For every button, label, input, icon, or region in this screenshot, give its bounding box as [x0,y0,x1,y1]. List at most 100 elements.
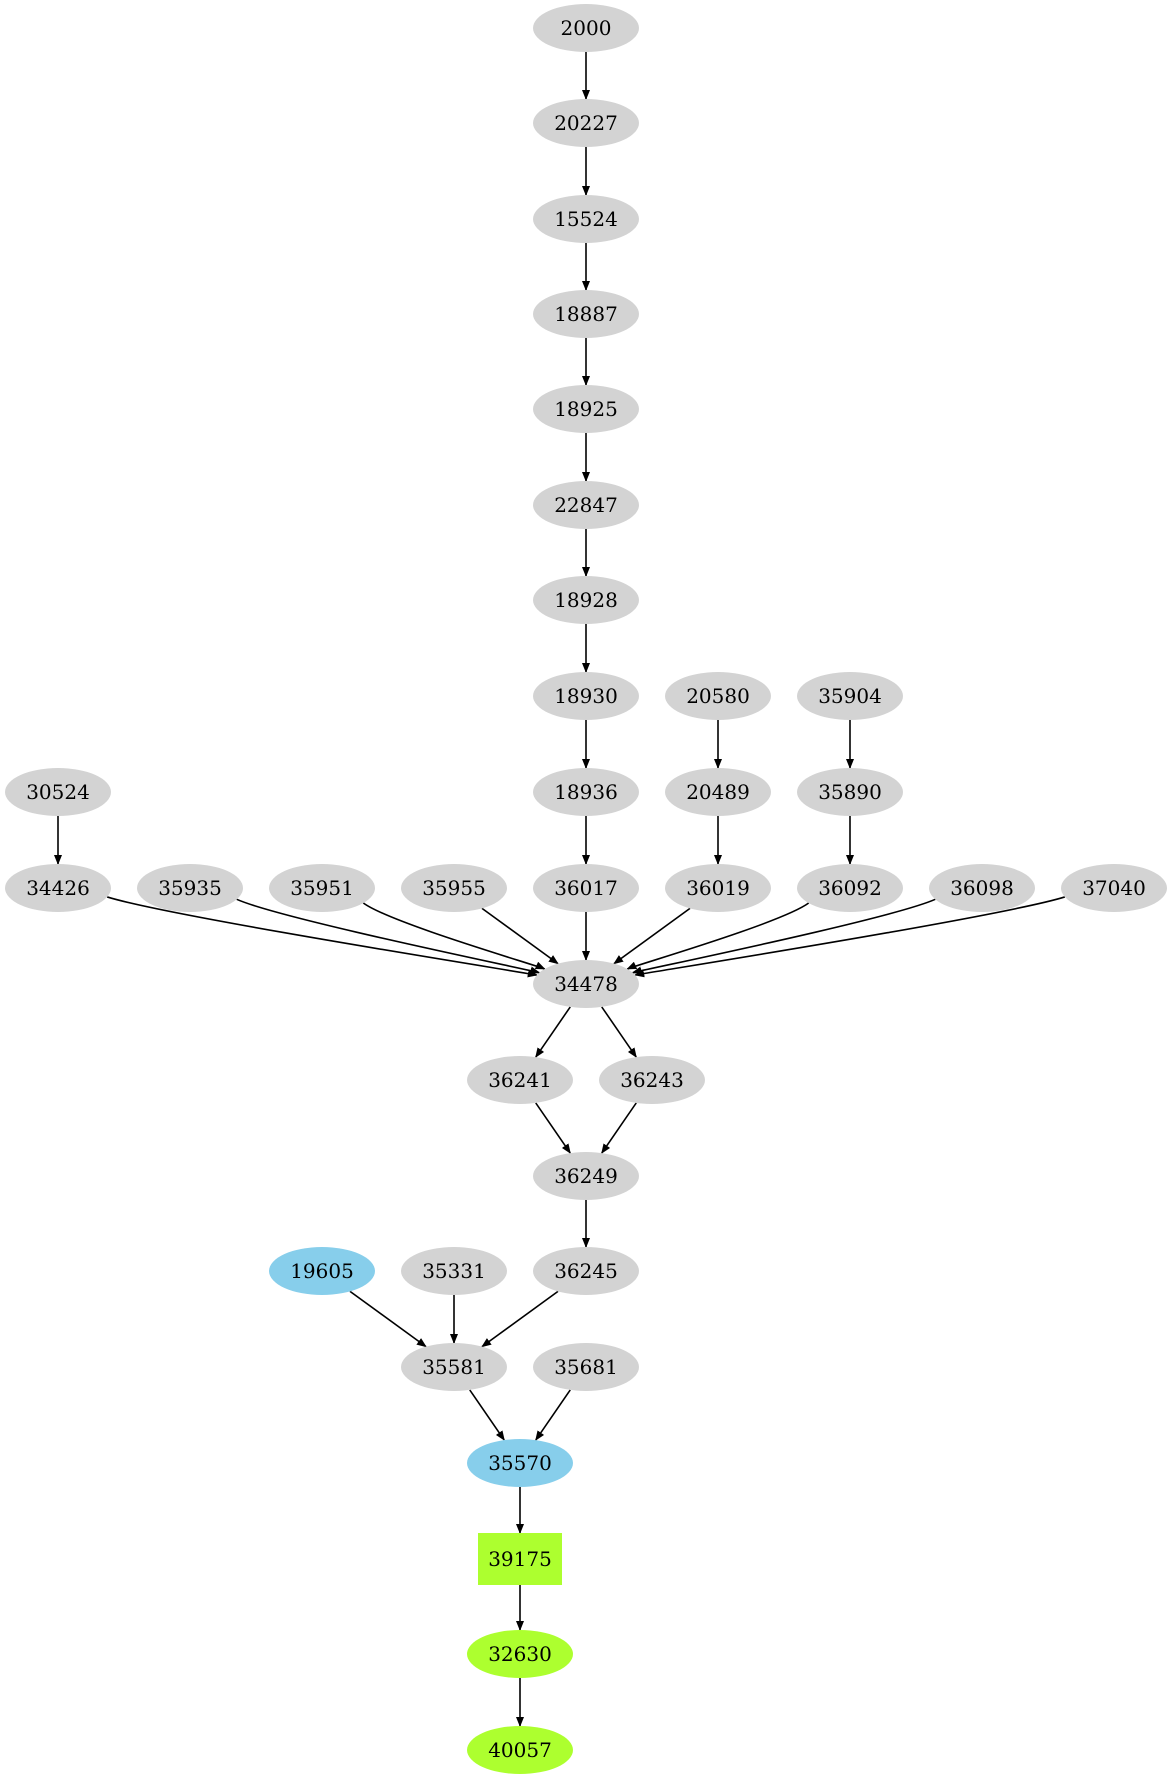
node-ellipse-shape [533,960,639,1008]
edge-35955-to-34478 [481,907,559,965]
node-35904: 35904 [797,672,903,720]
node-ellipse-shape [533,1247,639,1295]
node-ellipse-shape [401,1247,507,1295]
node-20227: 20227 [533,99,639,147]
node-18936: 18936 [533,768,639,816]
node-label: 35570 [488,1451,552,1475]
node-36092: 36092 [797,864,903,912]
node-label: 2000 [561,16,612,40]
node-label: 36241 [488,1068,552,1092]
node-30524: 30524 [5,768,111,816]
node-18887: 18887 [533,290,639,338]
node-ellipse-shape [665,864,771,912]
node-37040: 37040 [1061,864,1167,912]
edge-36019-to-34478 [613,907,691,965]
node-ellipse-shape [533,99,639,147]
node-18925: 18925 [533,385,639,433]
node-ellipse-shape [533,1152,639,1200]
node-label: 34478 [554,972,618,996]
node-ellipse-shape [533,290,639,338]
node-20489: 20489 [665,768,771,816]
edge-35581-to-35570 [469,1389,505,1441]
edge-36092-to-34478 [626,902,810,970]
node-15524: 15524 [533,195,639,243]
node-label: 36017 [554,876,618,900]
node-36019: 36019 [665,864,771,912]
node-22847: 22847 [533,481,639,529]
node-35935: 35935 [137,864,243,912]
node-box-shape [478,1533,562,1585]
node-label: 15524 [554,207,618,231]
node-ellipse-shape [533,481,639,529]
node-ellipse-shape [599,1056,705,1104]
edge-34478-to-36241 [535,1006,571,1058]
edge-34426-to-34478 [106,896,538,978]
node-ellipse-shape [797,768,903,816]
node-34478: 34478 [533,960,639,1008]
node-label: 18925 [554,397,618,421]
node-ellipse-shape [533,672,639,720]
edge-35935-to-34478 [236,898,541,975]
edge-37040-to-34478 [634,896,1066,978]
node-label: 18887 [554,302,618,326]
node-2000: 2000 [533,4,639,52]
node-ellipse-shape [269,864,375,912]
node-label: 34426 [26,876,90,900]
node-ellipse-shape [929,864,1035,912]
node-18928: 18928 [533,576,639,624]
node-35331: 35331 [401,1247,507,1295]
edge-35681-to-35570 [535,1389,571,1441]
node-label: 20227 [554,111,618,135]
edge-34478-to-36243 [601,1006,637,1058]
node-35890: 35890 [797,768,903,816]
edge-35951-to-34478 [362,902,546,970]
node-label: 40057 [488,1738,552,1762]
node-36245: 36245 [533,1247,639,1295]
node-label: 18928 [554,588,618,612]
node-ellipse-shape [533,195,639,243]
node-label: 36243 [620,1068,684,1092]
node-ellipse-shape [533,864,639,912]
node-label: 36249 [554,1164,618,1188]
node-35570: 35570 [467,1439,573,1487]
node-34426: 34426 [5,864,111,912]
node-ellipse-shape [401,1343,507,1391]
node-label: 32630 [488,1642,552,1666]
edge-36098-to-34478 [631,898,936,975]
node-label: 35331 [422,1259,486,1283]
node-ellipse-shape [533,385,639,433]
node-ellipse-shape [665,672,771,720]
node-35955: 35955 [401,864,507,912]
node-35581: 35581 [401,1343,507,1391]
node-label: 36019 [686,876,750,900]
node-label: 35935 [158,876,222,900]
edge-19605-to-35581 [349,1290,427,1348]
node-label: 18936 [554,780,618,804]
edge-36243-to-36249 [601,1102,637,1154]
node-label: 35890 [818,780,882,804]
node-ellipse-shape [5,864,111,912]
node-label: 35904 [818,684,882,708]
node-ellipse-shape [533,768,639,816]
node-36243: 36243 [599,1056,705,1104]
node-ellipse-shape [665,768,771,816]
node-ellipse-shape [533,1343,639,1391]
node-18930: 18930 [533,672,639,720]
node-ellipse-shape [269,1247,375,1295]
node-ellipse-shape [533,576,639,624]
node-label: 35951 [290,876,354,900]
node-ellipse-shape [533,4,639,52]
node-36017: 36017 [533,864,639,912]
node-label: 30524 [26,780,90,804]
node-35681: 35681 [533,1343,639,1391]
node-ellipse-shape [467,1630,573,1678]
node-label: 37040 [1082,876,1146,900]
node-label: 35955 [422,876,486,900]
node-ellipse-shape [5,768,111,816]
node-36241: 36241 [467,1056,573,1104]
node-label: 35581 [422,1355,486,1379]
node-ellipse-shape [137,864,243,912]
node-32630: 32630 [467,1630,573,1678]
node-ellipse-shape [1061,864,1167,912]
